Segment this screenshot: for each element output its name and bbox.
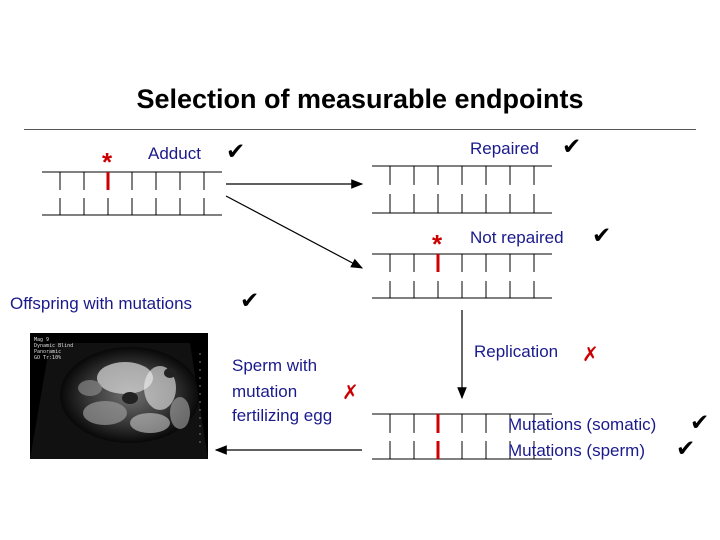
dna-ladder-mutations: [372, 413, 552, 460]
arrow-to-not-repaired: [225, 195, 364, 269]
offspring-label: Offspring with mutations: [10, 294, 193, 313]
not-repaired-label: Not repaired: [470, 228, 564, 247]
dna-ladder-adduct: [42, 171, 222, 216]
repaired-label: Repaired: [470, 139, 539, 158]
sperm-cross-icon: ✗: [342, 382, 359, 404]
sperm-label-line2: mutation: [232, 382, 298, 401]
sperm-label-line3: fertilizing egg: [232, 406, 333, 425]
dna-ladder-repaired: [372, 165, 552, 214]
adduct-star: *: [102, 147, 113, 177]
replication-cross-icon: ✗: [582, 344, 599, 366]
mutations-sperm-check-icon: ✔: [676, 435, 696, 461]
ultrasound-scan-graphic: [30, 343, 208, 459]
mutations-somatic-label: Mutations (somatic): [508, 415, 657, 434]
offspring-check-icon: ✔: [240, 287, 260, 313]
adduct-label: Adduct: [148, 144, 201, 163]
ultrasound-image: Mag 9 Dynamic Blind Panoramic GO Tr:10%: [30, 333, 208, 459]
slide-title: Selection of measurable endpoints: [136, 84, 584, 114]
replication-label: Replication: [474, 342, 559, 361]
ultrasound-caption: Mag 9 Dynamic Blind Panoramic GO Tr:10%: [34, 337, 74, 361]
sperm-label-line1: Sperm with: [232, 356, 318, 375]
not-repaired-check-icon: ✔: [592, 222, 612, 248]
not-repaired-star: *: [432, 229, 443, 259]
repaired-check-icon: ✔: [562, 133, 582, 159]
title-underline: [24, 129, 696, 130]
adduct-check-icon: ✔: [226, 138, 246, 164]
mutations-somatic-check-icon: ✔: [690, 409, 710, 435]
mutations-sperm-label: Mutations (sperm): [508, 441, 645, 460]
dna-ladder-not-repaired: [372, 253, 552, 299]
